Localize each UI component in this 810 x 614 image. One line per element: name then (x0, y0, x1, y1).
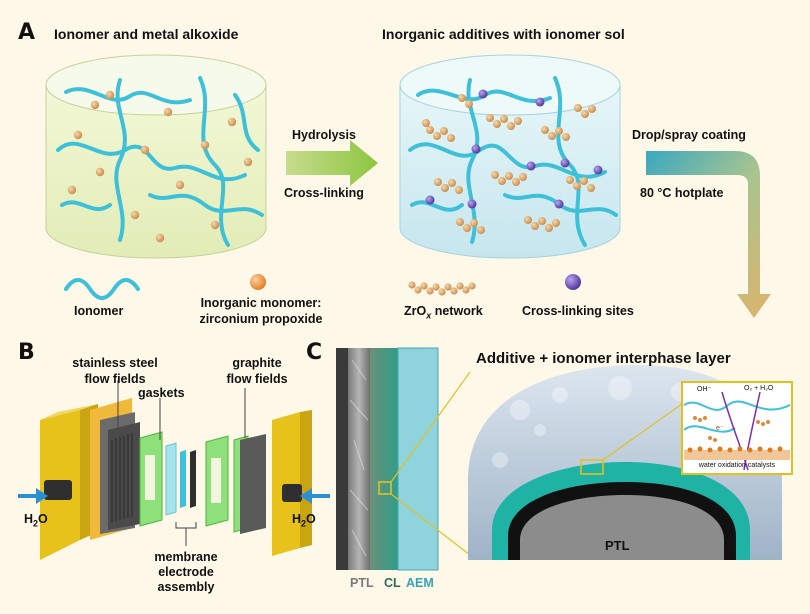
water-inlet-left-label: H2O (24, 512, 48, 529)
legend-zrox-label: ZrOx network (404, 304, 483, 321)
inset-zoom (681, 381, 793, 475)
mea-label-1: membrane (154, 550, 218, 564)
mea-label-2: electrode (158, 565, 214, 579)
panel-a-letter: A (18, 20, 36, 45)
coating-arrow (646, 151, 771, 318)
coating-temp-label: 80 °C hotplate (640, 186, 724, 200)
panel-a-right-title: Inorganic additives with ionomer sol (382, 26, 625, 42)
legend-crosslink-swatch (565, 274, 581, 290)
legend-monomer-swatch (250, 274, 266, 290)
step-crosslinking-label: Cross-linking (284, 186, 364, 200)
panel-b-letter: B (18, 340, 35, 365)
cylinder-right (399, 54, 621, 259)
inset-caption: water oxidation catalysts (698, 462, 776, 469)
cl-layer-label: CL (384, 576, 401, 590)
legend-ionomer-swatch (64, 278, 140, 300)
legend-zrox-swatch (408, 281, 476, 296)
graphite-label-1: graphite (232, 356, 282, 370)
legend-graphics (64, 274, 581, 300)
panel-a-left-title: Ionomer and metal alkoxide (54, 26, 239, 42)
panel-c-letter: C (306, 340, 323, 365)
hydrolysis-arrow (286, 140, 378, 186)
ptl-core-label: PTL (605, 538, 630, 553)
legend-ionomer-label: Ionomer (74, 304, 124, 318)
zrox-clusters-right (422, 94, 596, 234)
mea-label-3: assembly (157, 580, 215, 594)
step-hydrolysis-label: Hydrolysis (292, 128, 356, 142)
steel-label-2: flow fields (84, 372, 146, 386)
inset-hydroxide-label: OH⁻ (697, 386, 712, 393)
ionomer-chains-left (56, 76, 264, 247)
aem-layer-label: AEM (406, 576, 434, 590)
legend-crosslink-label: Cross-linking sites (522, 304, 634, 318)
legend-monomer-label-2: zirconium propoxide (199, 312, 323, 326)
legend-monomer-label-1: Inorganic monomer: (200, 296, 322, 310)
cell-assembly (18, 380, 330, 560)
coating-method-label: Drop/spray coating (632, 128, 746, 142)
graphite-label-2: flow fields (226, 372, 288, 386)
cross-section (336, 347, 471, 571)
cylinder-left (45, 54, 267, 259)
ptl-layer-label: PTL (350, 576, 374, 590)
crosslink-sites-right (425, 89, 603, 209)
inset-products-label: O₂ + H₂O (744, 385, 774, 392)
steel-label-1: stainless steel (72, 356, 158, 370)
gaskets-label: gaskets (138, 386, 185, 400)
inset-electron-label: e⁻ (716, 425, 724, 432)
water-inlet-right-label: H2O (292, 512, 316, 529)
interphase-title: Additive + ionomer interphase layer (476, 350, 731, 367)
monomer-dots-left (67, 90, 253, 243)
